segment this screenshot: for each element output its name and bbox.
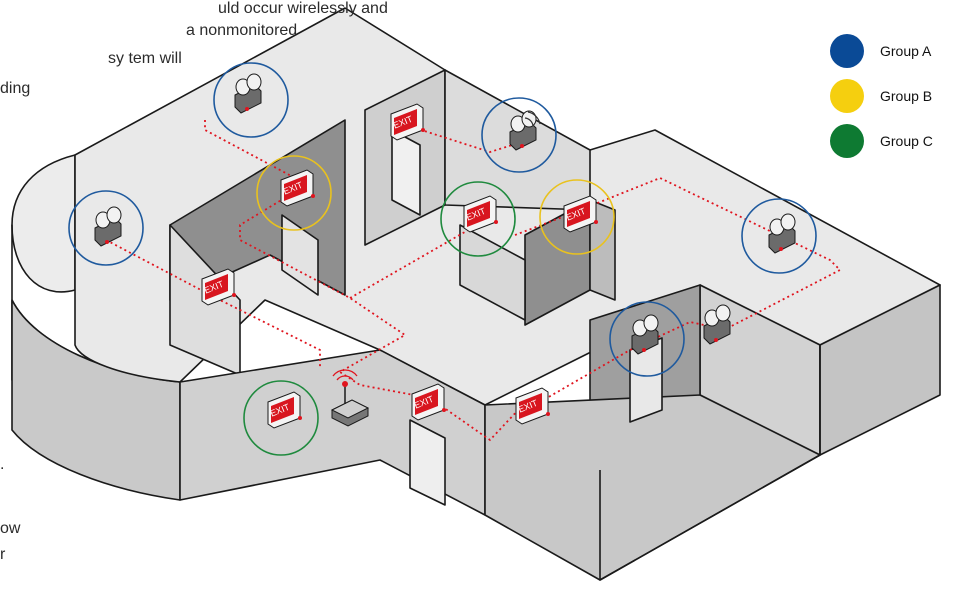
exit-sign-icon: EXIT	[280, 169, 316, 207]
group-a-ring	[68, 190, 144, 266]
wireless-signal-icon	[524, 111, 541, 127]
back-wall-left-door	[281, 214, 319, 296]
exit-sign-icon: EXIT	[201, 268, 237, 306]
group-a-ring	[481, 97, 557, 173]
right-pillar-side	[589, 199, 616, 301]
group-c-ring	[440, 181, 516, 257]
group-rings	[68, 62, 817, 456]
exit-sign-icon: EXIT	[411, 383, 447, 421]
body-text-fragment: ding	[0, 80, 31, 97]
legend-label: Group B	[880, 88, 933, 104]
wireless-controller-icon	[330, 369, 370, 427]
curved-wing-roof	[11, 154, 76, 293]
emergency-lights	[94, 73, 796, 355]
exit-sign-icon: EXIT	[563, 195, 599, 233]
exit-sign-icon: EXIT	[515, 387, 551, 425]
body-text-fragment: r	[0, 546, 6, 563]
exit-sign-icon: EXIT	[390, 103, 426, 141]
legend-item-group-a: Group A	[830, 34, 960, 70]
legend-label: Group C	[880, 133, 933, 149]
building-shell	[11, 7, 941, 581]
legend-item-group-b: Group B	[830, 79, 960, 115]
group-a-ring	[213, 62, 289, 138]
legend-item-group-c: Group C	[830, 124, 960, 160]
body-text-fragment: uld occur wirelessly and	[218, 0, 388, 17]
group-a-ring	[609, 301, 685, 377]
body-text-fragment: a nonmonitored	[186, 22, 298, 39]
group-b-ring	[256, 155, 332, 231]
bottom-floor-edge	[599, 345, 821, 581]
exit-signs: EXIT EXIT EXIT EXIT EXIT EXIT EXIT EXIT	[201, 103, 599, 429]
inner-wall-a	[459, 224, 526, 321]
group-b-swatch	[830, 79, 864, 113]
body-text-fragment: ow	[0, 520, 21, 537]
group-c-swatch	[830, 124, 864, 158]
body-text-fragment: sy tem will	[108, 50, 182, 67]
group-b-ring	[539, 179, 615, 255]
exit-sign-icon: EXIT	[463, 195, 499, 233]
group-c-ring	[243, 380, 319, 456]
legend-label: Group A	[880, 43, 932, 59]
exit-sign-icon: EXIT	[267, 391, 303, 429]
group-a-ring	[741, 198, 817, 274]
doorway-middle	[391, 129, 421, 216]
body-text-fragment: .	[0, 456, 5, 473]
lower-door	[409, 419, 446, 506]
group-a-swatch	[830, 34, 864, 68]
